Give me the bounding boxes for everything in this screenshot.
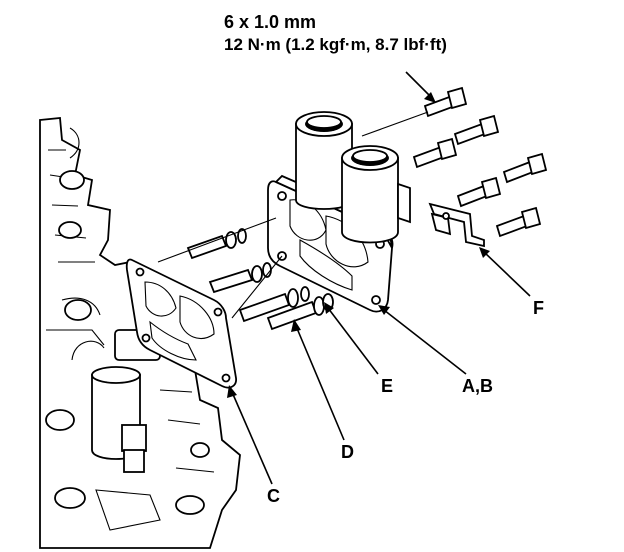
bracket-f bbox=[428, 202, 485, 248]
callout-d: D bbox=[341, 442, 354, 462]
bolt-6 bbox=[495, 206, 542, 238]
bolt-1 bbox=[423, 86, 468, 118]
leader-lines bbox=[227, 71, 531, 485]
gasket-c bbox=[125, 258, 237, 389]
solenoid-valve-assembly-ab bbox=[267, 111, 411, 313]
bolt-4 bbox=[502, 152, 548, 184]
torque-spec-label: 12 N·m (1.2 kgf·m, 8.7 lbf·ft) bbox=[224, 35, 447, 54]
callout-e: E bbox=[381, 376, 393, 396]
bolt-2 bbox=[453, 114, 500, 146]
callout-c: C bbox=[267, 486, 280, 506]
bolt-3 bbox=[412, 137, 458, 169]
assembly-guide-lines bbox=[157, 111, 429, 319]
callout-f: F bbox=[533, 298, 544, 318]
bolt-5 bbox=[456, 176, 502, 208]
bolt-size-label: 6 x 1.0 mm bbox=[224, 12, 317, 32]
mounting-bolts bbox=[412, 86, 548, 238]
callout-a-b: A,B bbox=[462, 376, 493, 396]
filter-d-group bbox=[186, 228, 334, 331]
